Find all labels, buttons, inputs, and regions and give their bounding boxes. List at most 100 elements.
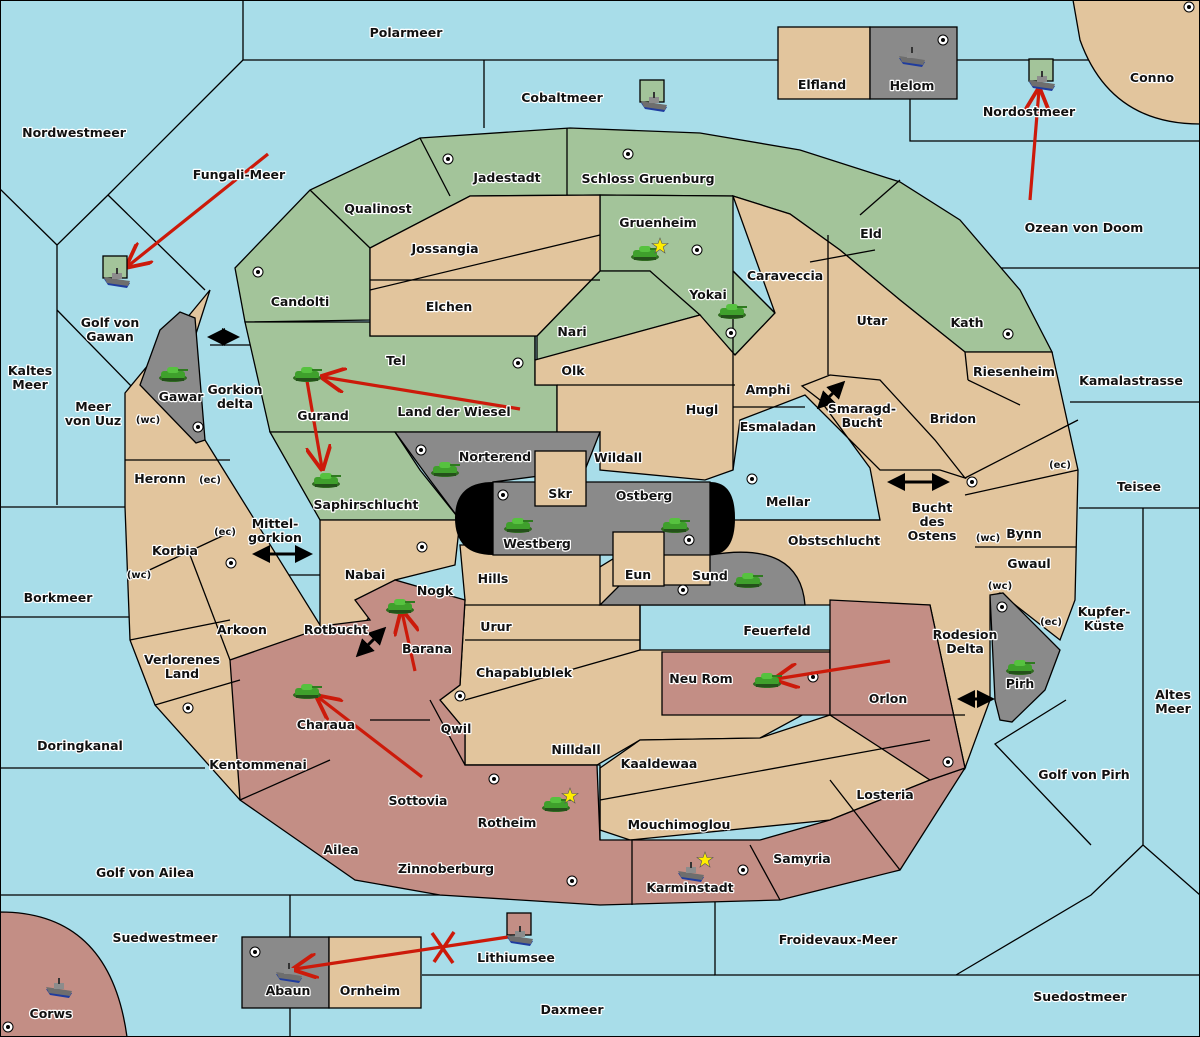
region-label: Losteria xyxy=(856,787,913,802)
order-arrow xyxy=(323,377,521,411)
region-label: Rotheim xyxy=(478,815,537,830)
supply-center-dot-icon xyxy=(691,244,703,256)
region-label: Eun xyxy=(625,567,651,582)
supply-center-dot-icon xyxy=(192,421,204,433)
region-label: Bynn xyxy=(1006,526,1041,541)
region-label: Jossangia xyxy=(410,241,478,256)
region-label: Golf von Ailea xyxy=(96,865,194,880)
fleet-owner-tiles xyxy=(102,58,1054,936)
region-label: Polarmeer xyxy=(370,25,444,40)
order-arrow xyxy=(128,152,269,266)
region-label: Yokai xyxy=(688,287,727,302)
region-label: Neu Rom xyxy=(669,671,732,686)
region-label: Elchen xyxy=(426,299,473,314)
order-arrow xyxy=(318,697,423,779)
region-label: Nari xyxy=(557,324,586,339)
region-label: Nordostmeer xyxy=(983,104,1076,119)
region-label: Teisee xyxy=(1117,479,1161,494)
region-label: Daxmeer xyxy=(540,1002,604,1017)
region-label: Helom xyxy=(890,78,935,93)
region-label: Utar xyxy=(857,313,889,328)
region-label: Ailea xyxy=(323,842,358,857)
region-label: Elfland xyxy=(798,77,846,92)
double-arrow-icon xyxy=(355,626,387,658)
x-mark-icon xyxy=(430,931,456,965)
supply-center-dot-icon xyxy=(1183,1,1195,13)
supply-center-dot-icon xyxy=(442,153,454,165)
region-label: Corws xyxy=(30,1006,73,1021)
coast-label: (wc) xyxy=(988,581,1012,592)
region-label: Urur xyxy=(480,619,512,634)
region-label: Candolti xyxy=(271,294,330,309)
supply-center-dot-icon xyxy=(497,489,509,501)
supply-center-dot-icon xyxy=(737,864,749,876)
region-label: Riesenheim xyxy=(973,364,1055,379)
supply-center-dot-icon xyxy=(996,601,1008,613)
region-label: Gwaul xyxy=(1007,556,1050,571)
region-label: Abaun xyxy=(266,983,311,998)
region-label: Esmaladan xyxy=(740,419,816,434)
coast-label: (ec) xyxy=(1049,460,1071,471)
supply-center-dot-icon xyxy=(416,541,428,553)
region-label: Tel xyxy=(386,353,406,368)
region-label: Mellar xyxy=(766,494,811,509)
supply-center-dot-icon xyxy=(252,266,264,278)
region-label: Chapablublek xyxy=(476,665,573,680)
region-label: Saphirschlucht xyxy=(314,497,419,512)
region-label: Kamalastrasse xyxy=(1079,373,1183,388)
region-label: Bridon xyxy=(930,411,976,426)
order-arrow xyxy=(776,659,891,679)
region-label: Norterend xyxy=(459,449,531,464)
region-label: Kentommenai xyxy=(209,757,307,772)
supply-center-dot-icon xyxy=(512,357,524,369)
supply-center-dot-icon xyxy=(683,534,695,546)
region-label: Ostberg xyxy=(616,488,673,503)
region-label: Gawar xyxy=(159,389,205,404)
region-label: Schloss Gruenburg xyxy=(581,171,714,186)
supply-center-dot-icon xyxy=(677,584,689,596)
supply-center-dot-icon xyxy=(454,690,466,702)
coast-label: (ec) xyxy=(214,527,236,538)
order-arrows xyxy=(128,90,1039,969)
coast-label: (wc) xyxy=(976,533,1000,544)
region-label: Ozean von Doom xyxy=(1025,220,1144,235)
supply-center-dot-icon xyxy=(225,557,237,569)
region-label: Doringkanal xyxy=(37,738,123,753)
region-labels: Polarmeer Cobaltmeer Nordwestmeer Fungal… xyxy=(7,24,1193,1022)
region-label: Obstschlucht xyxy=(788,533,880,548)
region-label: Borkmeer xyxy=(24,590,94,605)
supply-center-dot-icon xyxy=(182,702,194,714)
region-label: Lithiumsee xyxy=(477,950,555,965)
order-arrow xyxy=(304,374,322,468)
supply-center-dot-icon xyxy=(966,476,978,488)
region-label: Nordwestmeer xyxy=(22,125,127,140)
region-label: Mouchimoglou xyxy=(628,817,731,832)
region-label: Ornheim xyxy=(340,983,400,998)
region-label: Sottovia xyxy=(389,793,448,808)
region-label: Sund xyxy=(692,568,728,583)
coast-label: (ec) xyxy=(1040,617,1062,628)
double-arrow-icon xyxy=(816,380,846,410)
order-arrow xyxy=(1030,90,1039,201)
svg-text:Kupfer-Küste: Kupfer-Küste xyxy=(1078,604,1131,633)
order-arrow xyxy=(295,935,509,969)
region-label: Amphi xyxy=(746,382,791,397)
region-label: Golf von xyxy=(81,315,140,330)
region-label: Nogk xyxy=(417,583,454,598)
region-label: Samyria xyxy=(773,851,831,866)
region-label: Gruenheim xyxy=(619,215,696,230)
supply-center-dot-icon xyxy=(942,756,954,768)
region-label: Qualinost xyxy=(344,201,411,216)
region-label: Froidevaux-Meer xyxy=(779,932,898,947)
region-label: Orlon xyxy=(869,691,908,706)
svg-text:Smaragd-Bucht: Smaragd-Bucht xyxy=(828,401,896,430)
